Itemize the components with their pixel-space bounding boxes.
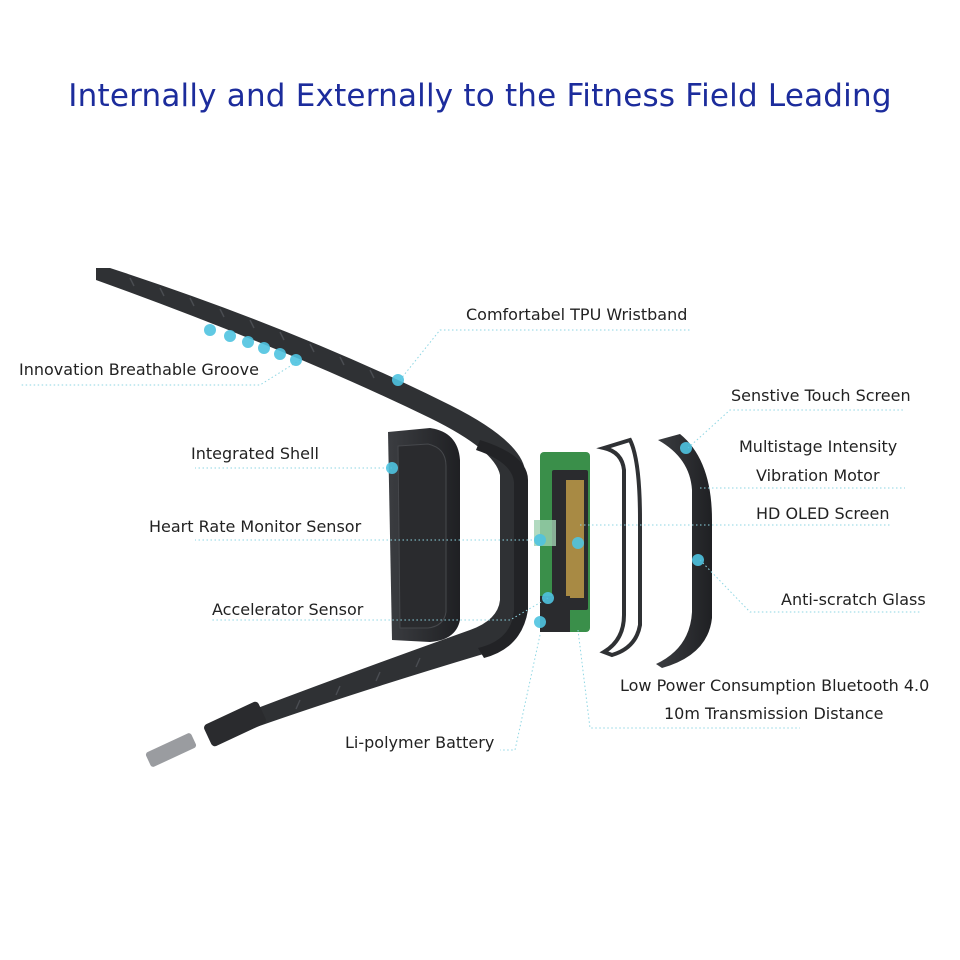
label-vibration-line2: Vibration Motor <box>756 466 880 485</box>
label-heart-rate: Heart Rate Monitor Sensor <box>149 517 362 536</box>
label-bluetooth-line2: 10m Transmission Distance <box>664 704 884 723</box>
anti-scratch-glass-cover <box>656 434 712 668</box>
tpu-wristband <box>96 268 528 767</box>
label-vibration-line1: Multistage Intensity <box>739 437 898 456</box>
diagram-title: Internally and Externally to the Fitness… <box>68 78 892 114</box>
label-integrated-shell: Integrated Shell <box>191 444 319 463</box>
label-breathable-groove: Innovation Breathable Groove <box>19 360 259 379</box>
integrated-shell <box>388 428 460 642</box>
label-touch-screen: Senstive Touch Screen <box>731 386 911 405</box>
leader-lines <box>20 329 920 751</box>
label-accelerator: Accelerator Sensor <box>212 600 364 619</box>
label-anti-scratch-glass: Anti-scratch Glass <box>781 590 926 609</box>
label-wristband: Comfortabel TPU Wristband <box>466 305 688 324</box>
label-bluetooth-line1: Low Power Consumption Bluetooth 4.0 <box>620 676 930 695</box>
label-battery: Li-polymer Battery <box>345 733 495 752</box>
touch-screen-frame <box>596 437 642 658</box>
highlight-dots <box>204 324 704 628</box>
label-oled-screen: HD OLED Screen <box>756 504 890 523</box>
